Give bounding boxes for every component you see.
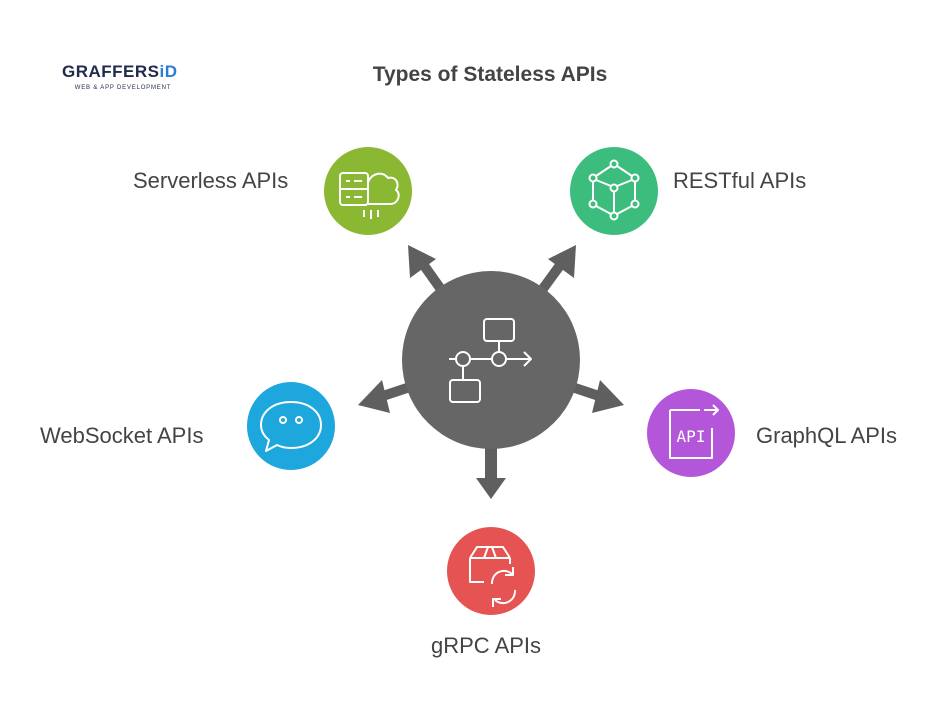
logo: GRAFFERSiD WEB & APP DEVELOPMENT <box>62 62 184 98</box>
node-grpc <box>447 527 535 615</box>
chat-bubble-icon <box>260 401 322 452</box>
network-nodes-icon <box>588 159 640 221</box>
logo-wordmark: GRAFFERSiD <box>62 62 178 81</box>
workflow-icon <box>449 318 532 403</box>
node-label-serverless: Serverless APIs <box>133 168 289 193</box>
server-cloud-icon <box>339 172 400 219</box>
node-graphql: API <box>647 389 735 477</box>
node-websocket <box>247 382 335 470</box>
node-label-restful: RESTful APIs <box>673 168 807 193</box>
node-label-websocket: WebSocket APIs <box>40 423 204 448</box>
node-restful <box>570 147 658 235</box>
svg-text:API: API <box>677 427 706 446</box>
node-label-grpc: gRPC APIs <box>431 633 542 658</box>
hub-node <box>402 271 580 449</box>
node-serverless <box>324 147 412 235</box>
logo-tagline: WEB & APP DEVELOPMENT <box>74 85 172 91</box>
node-circle <box>247 382 335 470</box>
page-title: Types of Stateless APIs <box>372 63 608 86</box>
package-sync-icon <box>469 546 517 607</box>
api-document-icon: API <box>669 404 719 459</box>
node-circle <box>447 527 535 615</box>
node-label-graphql: GraphQL APIs <box>756 423 898 448</box>
